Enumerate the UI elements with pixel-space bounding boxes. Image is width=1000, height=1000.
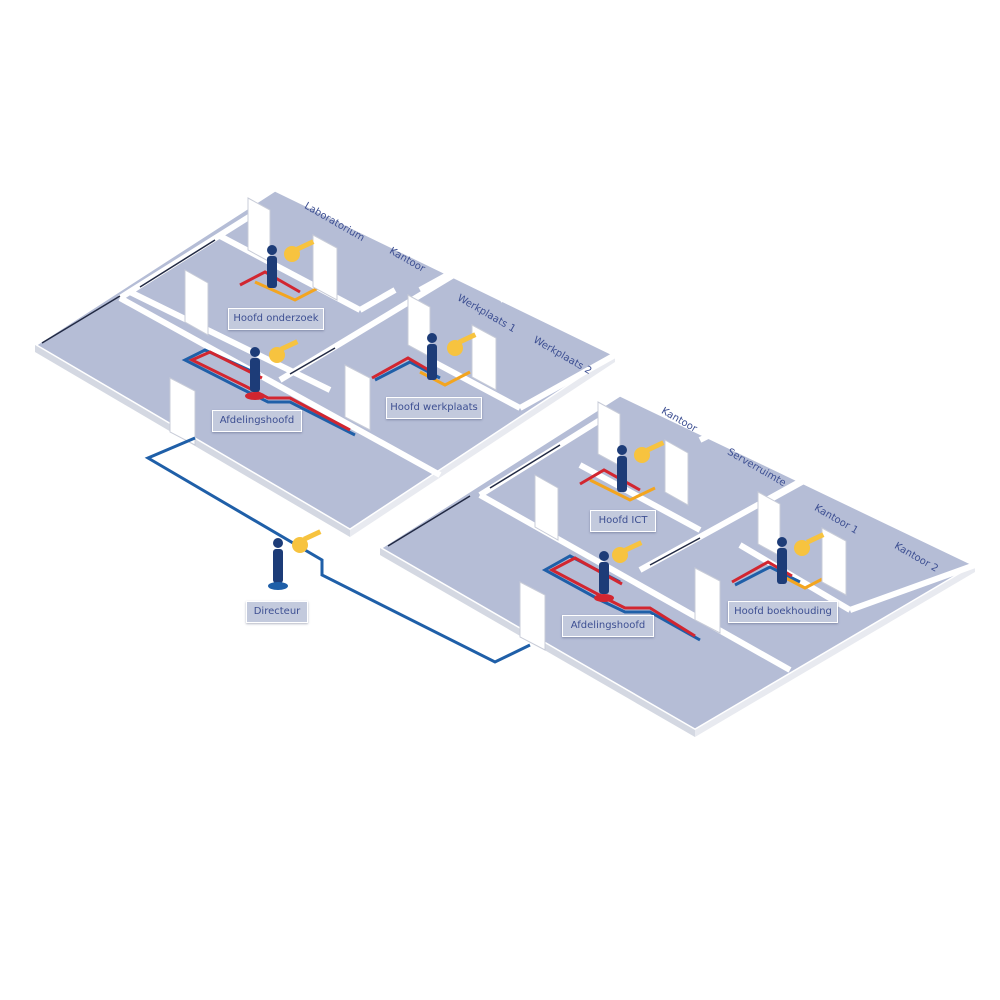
access-paths-left bbox=[181, 270, 471, 437]
person-icon bbox=[594, 445, 787, 602]
person-label: Afdelingshoofd bbox=[562, 615, 654, 637]
person-label: Afdelingshoofd bbox=[212, 410, 302, 432]
director-label: Directeur bbox=[246, 601, 308, 623]
director-figure bbox=[268, 529, 322, 590]
person-icon bbox=[245, 245, 437, 400]
person-label: Hoofd boekhouding bbox=[728, 601, 838, 623]
building-right bbox=[377, 393, 979, 737]
floor-left-edge-r bbox=[350, 355, 615, 537]
director-link bbox=[144, 436, 531, 664]
door-icon bbox=[169, 197, 497, 446]
person-label: Hoofd ICT bbox=[590, 510, 656, 532]
key-icon bbox=[269, 239, 477, 363]
floor-right-edge-r bbox=[695, 565, 975, 737]
walls-left bbox=[118, 197, 617, 478]
walls-right bbox=[478, 417, 977, 673]
person-label: Hoofd onderzoek bbox=[228, 308, 324, 330]
person-label: Hoofd werkplaats bbox=[386, 397, 482, 419]
door-icon bbox=[519, 401, 847, 651]
wall-edges-right bbox=[387, 444, 701, 566]
building-left bbox=[32, 188, 619, 537]
key-icon bbox=[612, 440, 825, 563]
wall-edges-left bbox=[41, 239, 336, 375]
